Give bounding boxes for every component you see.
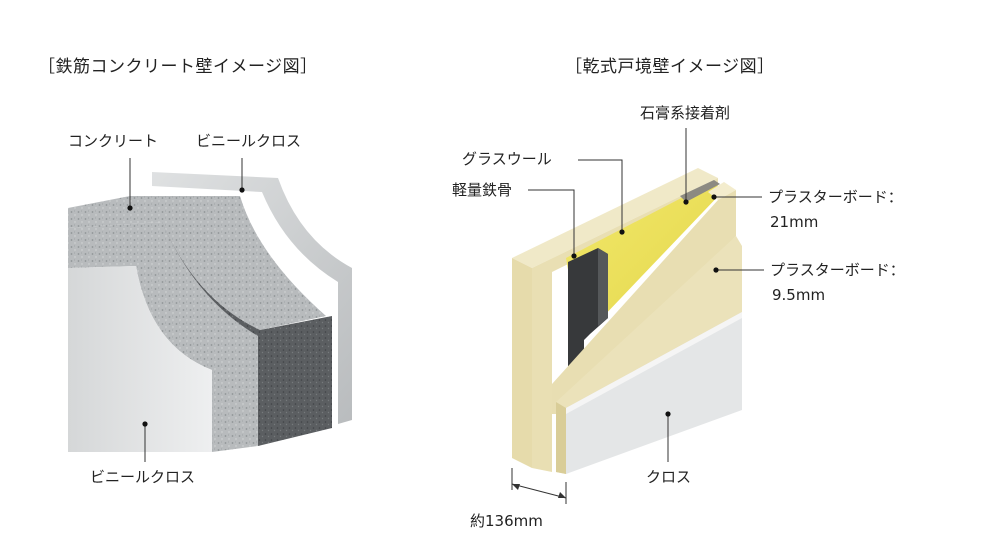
label-light-steel: 軽量鉄骨 xyxy=(452,181,513,199)
gypsum-adhesive-strip xyxy=(680,180,720,202)
dimension-line xyxy=(511,483,567,499)
leader-vinyl-bottom-dot xyxy=(142,421,148,427)
right-diagram-title: ［乾式戸境壁イメージ図］ xyxy=(565,57,775,77)
label-vinyl-cloth-top: ビニールクロス xyxy=(196,132,302,150)
light-steel-stud-highlight xyxy=(598,248,608,326)
dimension-arrow-left xyxy=(512,484,520,490)
board-21mm-face xyxy=(552,190,736,414)
board-back-front-face xyxy=(512,168,718,268)
label-thickness: 約136mm xyxy=(470,512,543,530)
label-gypsum-adhesive: 石膏系接着剤 xyxy=(640,104,731,122)
dimension-arrow-right xyxy=(558,492,566,498)
concrete-top-face xyxy=(68,196,326,330)
leader-light-steel-dot xyxy=(571,253,577,259)
label-vinyl-cloth-bottom: ビニールクロス xyxy=(90,468,196,486)
vinyl-cloth-back-sheet xyxy=(152,172,352,424)
leader-glass-wool xyxy=(578,159,623,232)
label-concrete: コンクリート xyxy=(68,132,159,150)
label-board-21-size: 21mm xyxy=(770,213,819,231)
leader-glass-wool-dot xyxy=(619,229,625,235)
leader-vinyl-top-dot xyxy=(239,187,245,193)
label-board-95-name: プラスターボード： xyxy=(770,261,905,279)
label-board-95-size: 9.5mm xyxy=(772,286,826,304)
label-glass-wool: グラスウール xyxy=(462,150,552,168)
leader-cloth-dot xyxy=(665,411,671,417)
cloth-finish-edge xyxy=(566,312,742,414)
concrete-side-face xyxy=(68,222,258,452)
cloth-finish xyxy=(566,312,742,474)
leader-concrete-dot xyxy=(127,205,133,211)
label-cloth: クロス xyxy=(646,468,692,486)
board-9mm-edge xyxy=(556,402,566,474)
leader-adhesive-dot xyxy=(683,199,689,205)
concrete-cut-face xyxy=(150,222,332,446)
leader-light-steel xyxy=(528,189,575,256)
rc-wall-illustration xyxy=(68,158,352,462)
label-board-21-name: プラスターボード： xyxy=(768,188,903,206)
vinyl-cloth-front-panel xyxy=(68,266,212,452)
dry-wall-illustration xyxy=(511,128,764,504)
leader-board-95-dot xyxy=(713,267,719,273)
leader-board-21-dot xyxy=(711,194,717,200)
board-back-side xyxy=(512,258,532,468)
left-diagram-title: ［鉄筋コンクリート壁イメージ図］ xyxy=(38,57,318,77)
